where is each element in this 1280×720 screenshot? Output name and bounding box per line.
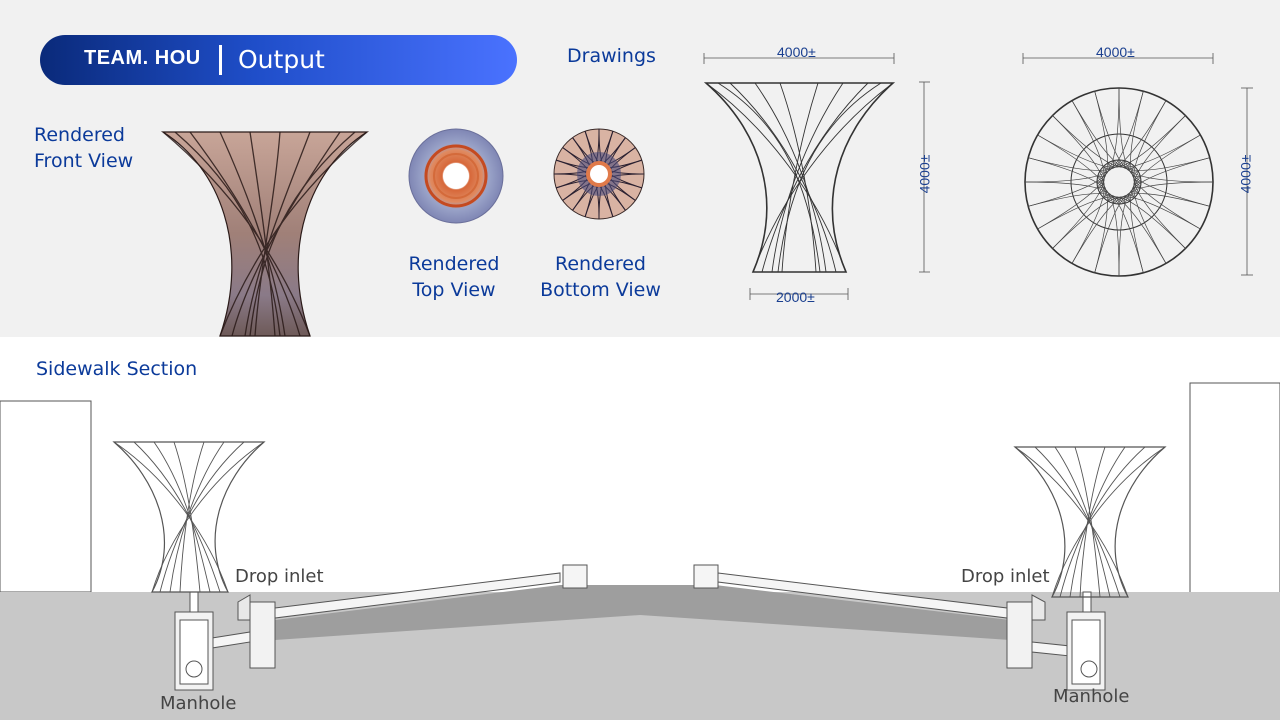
front-view-label-line2: Front View (34, 150, 134, 172)
lattice-line (1052, 196, 1131, 249)
lattice-line (1118, 157, 1210, 171)
lattice-line (1112, 134, 1201, 168)
lattice-line (1028, 193, 1120, 207)
top-view-label-line1: Rendered (408, 253, 500, 275)
lattice-line (1037, 134, 1107, 198)
page-title: Output (238, 45, 325, 74)
lattice-line (1133, 170, 1186, 249)
manhole-right-label: Manhole (1053, 686, 1130, 707)
plan-width-dim: 4000± (1096, 44, 1135, 60)
drawings-label: Drawings (567, 45, 656, 67)
lattice-line (1024, 181, 1114, 204)
sidewalk-section-drawing (0, 382, 1280, 720)
header-banner (40, 35, 517, 85)
drop-inlet-right-label: Drop inlet (961, 566, 1050, 587)
front-top-width-dim: 4000± (777, 44, 816, 60)
top-view-label: Rendered Top View (394, 251, 514, 303)
front-bottom-width-dim: 2000± (776, 289, 815, 305)
elevation-drawing (703, 53, 930, 300)
lattice-line (1094, 91, 1108, 183)
plan-drawing (1022, 53, 1253, 277)
lattice-line (1099, 91, 1144, 173)
bottom-view-label-line1: Rendered (555, 253, 646, 275)
lattice-line (1103, 100, 1167, 170)
lattice-line (1133, 115, 1186, 194)
lattice-line (1130, 181, 1144, 273)
lattice-line (1071, 100, 1105, 189)
sidewalk-section-label: Sidewalk Section (36, 358, 198, 380)
lattice-line (1107, 115, 1186, 168)
front-view-label-line1: Rendered (34, 124, 125, 146)
front-height-dim: 4000± (916, 154, 933, 194)
lattice-line (1128, 157, 1210, 202)
bottom-view-label-line2: Bottom View (540, 279, 661, 301)
plan-height-dim: 4000± (1237, 154, 1254, 194)
lattice-line (1094, 191, 1139, 273)
lattice-line (1118, 187, 1141, 277)
bottom-view-label: Rendered Bottom View (528, 251, 673, 303)
left-structure (112, 441, 266, 593)
lattice-line (1071, 194, 1135, 264)
team-name: TEAM. HOU (84, 47, 201, 69)
lattice-line (1052, 115, 1105, 194)
right-structure (1013, 446, 1167, 598)
lattice-line (1131, 134, 1201, 198)
lattice-line (1097, 87, 1120, 177)
plan-lattice (1024, 87, 1214, 277)
drop-inlet-left-label: Drop inlet (235, 566, 324, 587)
lattice-line (1028, 157, 1110, 202)
top-view-label-line2: Top View (412, 279, 496, 301)
front-view-label: Rendered Front View (34, 122, 133, 174)
rendered-top-view (408, 128, 504, 224)
lattice-line (1037, 196, 1126, 230)
header-divider (219, 45, 222, 75)
lattice-line (1133, 175, 1167, 264)
manhole-left-label: Manhole (160, 693, 237, 714)
rendered-front-view (160, 131, 370, 337)
rendered-bottom-view (553, 128, 645, 220)
